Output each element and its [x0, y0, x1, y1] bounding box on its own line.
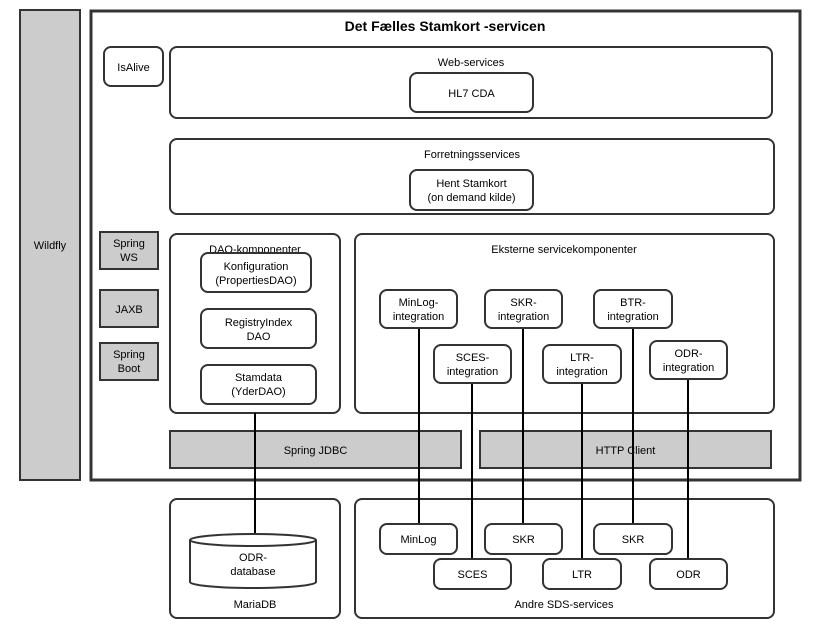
registryindex-dao-node [200, 308, 317, 349]
sds-sces-node: SCES [433, 558, 512, 590]
spring-boot-line-1: Spring [113, 349, 145, 361]
wildfly-label: Wildfly [34, 240, 67, 252]
dao-components-group: DAO-komponenter Konfiguration (Propertie… [169, 233, 341, 414]
ltr-integration-line-2: integration [556, 366, 607, 378]
business-services-label: Forretningsservices [424, 149, 520, 161]
web-services-label: Web-services [438, 57, 505, 69]
odr-integration-line-2: integration [663, 362, 714, 374]
btr-integration-node: BTR- integration [593, 289, 673, 329]
mariadb-label: MariaDB [234, 599, 277, 611]
hent-stamkort-line-1: Hent Stamkort [436, 178, 506, 190]
sds-skr-node: SKR [484, 523, 563, 555]
sds-odr-label: ODR [676, 569, 701, 581]
isalive-label: IsAlive [117, 62, 149, 74]
minlog-integration-node: MinLog- integration [379, 289, 458, 329]
sces-integration-node: SCES- integration [433, 344, 512, 384]
registryindex-line-1: RegistryIndex [225, 317, 293, 329]
odr-integration-node: ODR- integration [649, 340, 728, 380]
framework-spring-ws: Spring WS [99, 231, 159, 270]
skr-integration-line-1: SKR- [510, 297, 537, 309]
konfiguration-line-1: Konfiguration [224, 261, 289, 273]
hent-stamkort-line-2: (on demand kilde) [427, 192, 515, 204]
sces-integration-line-2: integration [447, 366, 498, 378]
minlog-integration-line-2: integration [393, 311, 444, 323]
external-components-label: Eksterne servicekomponenter [491, 244, 637, 256]
web-services-group: Web-services HL7 CDA [169, 46, 773, 119]
konfiguration-line-2: (PropertiesDAO) [215, 275, 296, 287]
skr-integration-node: SKR- integration [484, 289, 563, 329]
hent-stamkort-node [409, 169, 534, 211]
btr-integration-line-2: integration [607, 311, 658, 323]
hl7-cda-label: HL7 CDA [448, 88, 495, 100]
spring-ws-line-1: Spring [113, 238, 145, 250]
registryindex-line-2: DAO [247, 331, 271, 343]
sds-minlog-label: MinLog [400, 534, 436, 546]
odr-database-cylinder: ODR- database [189, 533, 317, 589]
ltr-integration-node: LTR- integration [542, 344, 622, 384]
http-client-label: HTTP Client [596, 445, 656, 457]
sds-minlog-node: MinLog [379, 523, 458, 555]
spring-ws-line-2: WS [120, 252, 138, 264]
sds-skr-2-label: SKR [622, 534, 645, 546]
business-services-group: Forretningsservices Hent Stamkort (on de… [169, 138, 775, 215]
minlog-integration-line-1: MinLog- [399, 297, 439, 309]
sds-odr-node: ODR [649, 558, 728, 590]
stamdata-dao-node [200, 364, 317, 405]
sds-skr-2-node: SKR [593, 523, 673, 555]
sds-ltr-label: LTR [572, 569, 592, 581]
odr-database-line-2: database [230, 566, 275, 578]
odr-database-line-1: ODR- [239, 552, 267, 564]
spring-jdbc-bar: Spring JDBC [169, 430, 462, 469]
http-client-bar: HTTP Client [479, 430, 772, 469]
skr-integration-line-2: integration [498, 311, 549, 323]
ltr-integration-line-1: LTR- [570, 352, 594, 364]
odr-integration-line-1: ODR- [674, 348, 702, 360]
hl7-cda-node [409, 72, 534, 113]
connections [254, 328, 689, 558]
jaxb-label: JAXB [115, 304, 143, 316]
sds-services-label: Andre SDS-services [514, 599, 614, 611]
btr-integration-line-1: BTR- [620, 297, 646, 309]
sds-skr-label: SKR [512, 534, 535, 546]
framework-jaxb: JAXB [99, 289, 159, 328]
stamdata-line-1: Stamdata [235, 372, 283, 384]
sds-ltr-node: LTR [542, 558, 622, 590]
framework-spring-boot: Spring Boot [99, 342, 159, 381]
spring-boot-line-2: Boot [118, 363, 141, 375]
diagram-title: Det Fælles Stamkort -servicen [345, 18, 546, 34]
isalive-node: IsAlive [103, 46, 164, 87]
konfiguration-dao-node [200, 252, 312, 293]
stamdata-line-2: (YderDAO) [231, 386, 285, 398]
spring-jdbc-label: Spring JDBC [284, 445, 348, 457]
wildfly-container: Wildfly [19, 9, 81, 481]
sds-sces-label: SCES [458, 569, 488, 581]
sces-integration-line-1: SCES- [456, 352, 490, 364]
